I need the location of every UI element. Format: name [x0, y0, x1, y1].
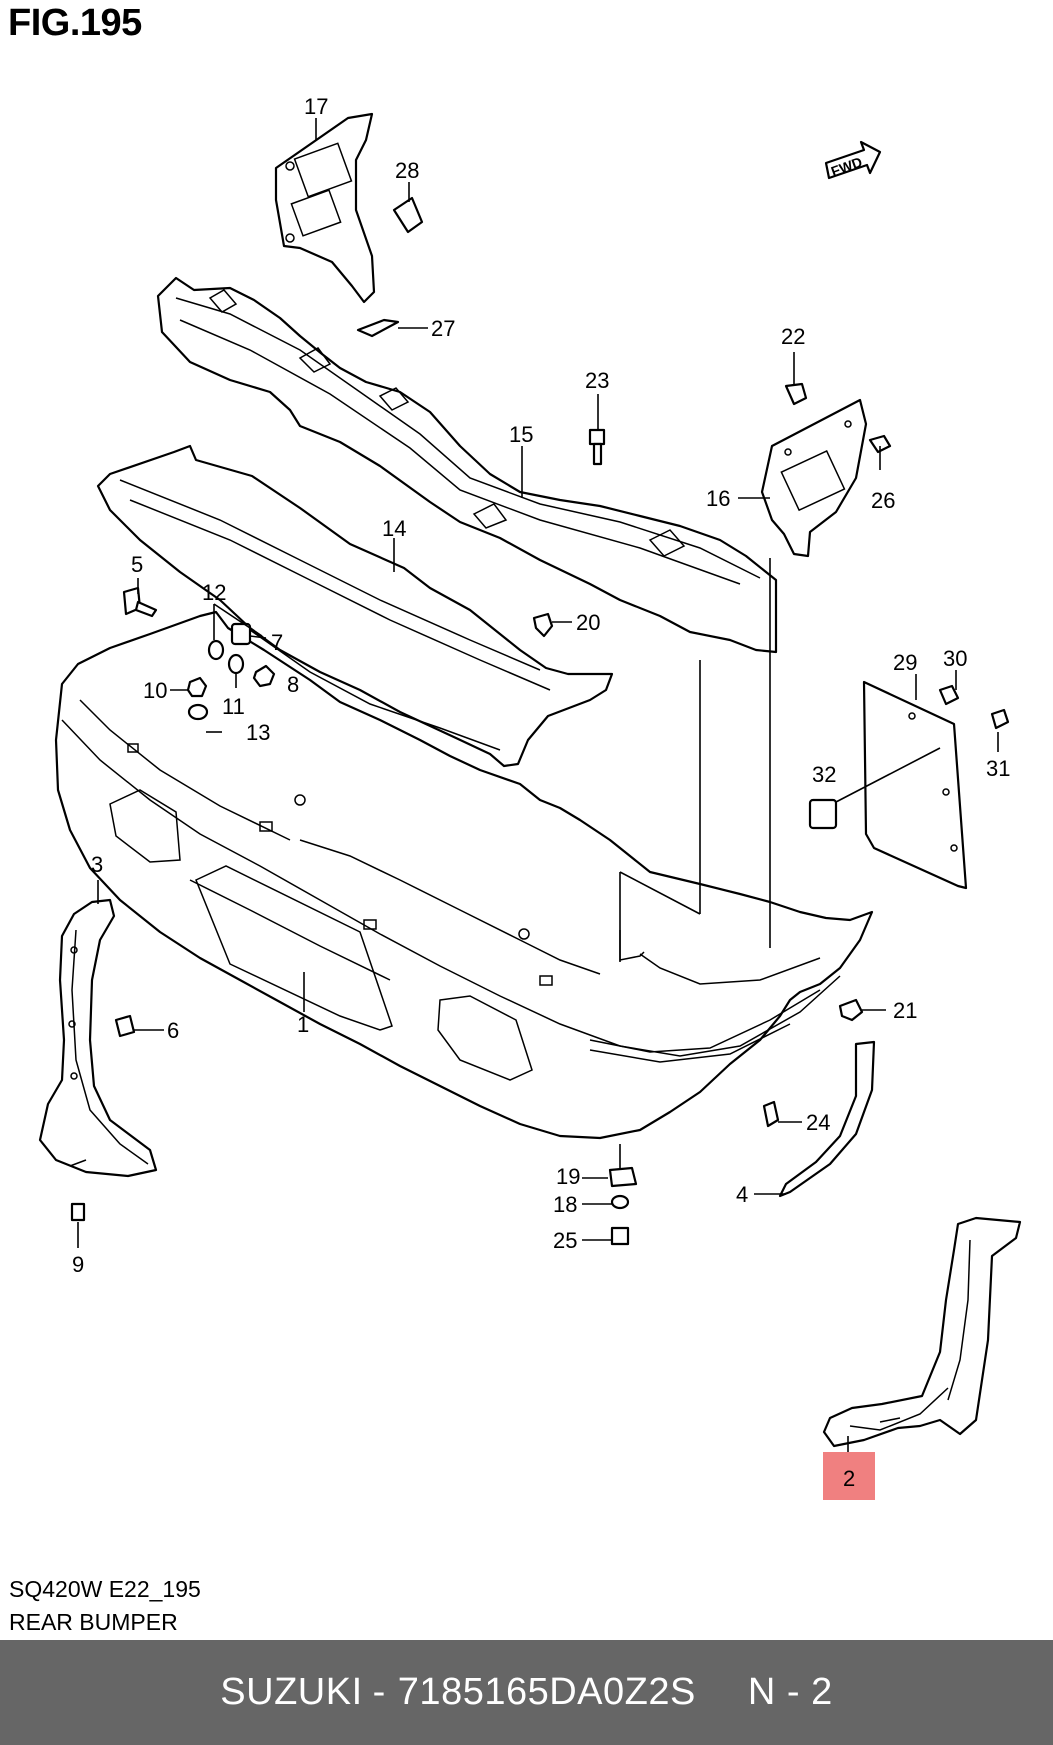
model-code: SQ420W E22_195 — [9, 1576, 201, 1602]
callout-20: 20 — [576, 610, 600, 635]
callout-labels: 17 28 27 22 23 15 16 26 14 5 12 20 7 8 1… — [72, 94, 1010, 1491]
callout-21: 21 — [893, 998, 917, 1023]
callout-2: 2 — [843, 1466, 855, 1491]
parts-diagram: FWD — [38, 94, 1022, 1500]
callout-29: 29 — [893, 650, 917, 675]
callout-28: 28 — [395, 158, 419, 183]
callout-24: 24 — [806, 1110, 830, 1135]
part-15-reinforcement — [156, 276, 778, 654]
callout-10: 10 — [143, 678, 167, 703]
fwd-arrow-icon: FWD — [824, 140, 882, 180]
part-3-left-extension — [38, 898, 158, 1178]
callout-30: 30 — [943, 646, 967, 671]
footer-brand: SUZUKI — [220, 1671, 363, 1713]
callout-17: 17 — [304, 94, 328, 119]
callout-9: 9 — [72, 1252, 84, 1277]
callout-6: 6 — [167, 1018, 179, 1043]
callout-leaders — [77, 118, 999, 1464]
callout-27: 27 — [431, 316, 455, 341]
section-name: REAR BUMPER — [9, 1609, 178, 1635]
part-29-plate — [862, 680, 968, 890]
callout-31: 31 — [986, 756, 1010, 781]
highlight-box-part-2 — [823, 1452, 875, 1500]
part-16-bracket — [760, 398, 868, 558]
figure-title: FIG.195 — [8, 2, 142, 44]
callout-14: 14 — [382, 516, 406, 541]
footer-part-number: 7185165DA0Z2S — [397, 1671, 696, 1713]
callout-23: 23 — [585, 368, 609, 393]
callout-16: 16 — [706, 486, 730, 511]
callout-13: 13 — [246, 720, 270, 745]
callout-11: 11 — [222, 694, 245, 719]
fasteners — [70, 382, 1010, 1246]
callout-19: 19 — [556, 1164, 580, 1189]
callout-26: 26 — [871, 488, 895, 513]
fwd-label: FWD — [829, 154, 864, 180]
callout-25: 25 — [553, 1228, 577, 1253]
part-1-bumper — [54, 610, 874, 1140]
callout-18: 18 — [553, 1192, 577, 1217]
callout-5: 5 — [131, 552, 143, 577]
callout-4: 4 — [736, 1182, 748, 1207]
callout-12: 12 — [202, 580, 226, 605]
footer-separator: - — [372, 1671, 386, 1713]
callout-32: 32 — [812, 762, 836, 787]
callout-7: 7 — [271, 630, 283, 655]
callout-8: 8 — [287, 672, 299, 697]
part-28-block — [392, 196, 424, 234]
callout-1: 1 — [297, 1012, 309, 1037]
callout-22: 22 — [781, 324, 805, 349]
part-27-strip — [356, 318, 400, 338]
footer-bar: SUZUKI - 7185165DA0Z2S N - 2 — [0, 1640, 1053, 1745]
part-2-mud-guard — [822, 1216, 1022, 1448]
callout-15: 15 — [509, 422, 533, 447]
leader-lines-center — [619, 558, 771, 962]
callout-3: 3 — [91, 852, 103, 877]
footer-reference: N - 2 — [747, 1671, 833, 1713]
part-17-bracket — [274, 112, 376, 304]
